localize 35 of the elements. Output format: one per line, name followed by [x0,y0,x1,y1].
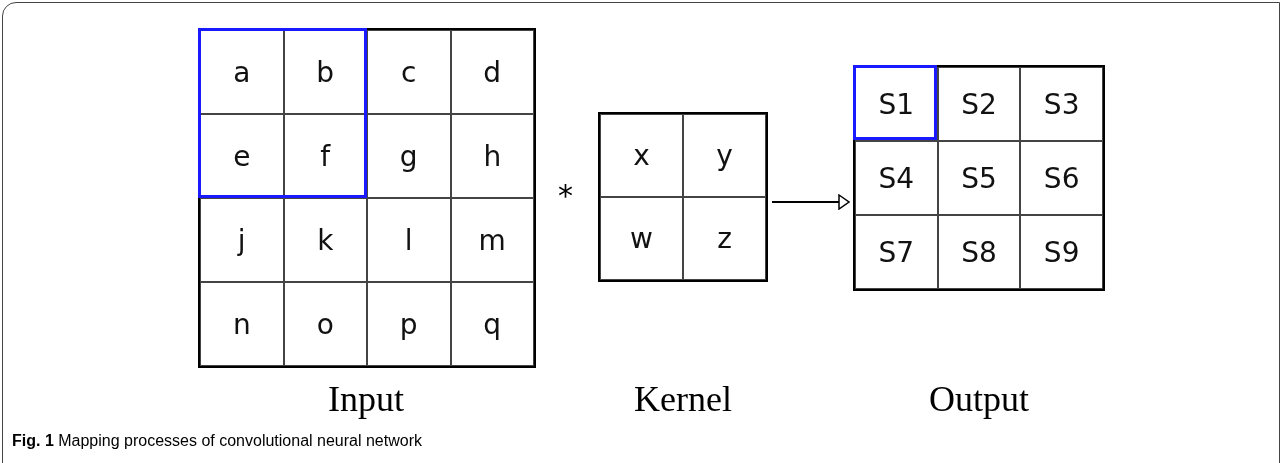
grid-cell: c [367,30,451,114]
grid-cell: S1 [855,67,938,141]
grid-cell: m [450,198,534,282]
grid-cell: S2 [937,67,1021,141]
grid-cell: S8 [937,215,1021,289]
grid-cell: S9 [1020,215,1103,289]
grid-cell: p [367,282,451,366]
grid-cell: y [683,114,766,197]
grid-cell: g [367,114,451,198]
arrow [771,194,850,210]
grid-cell: k [283,198,367,282]
convolution-operator: * [558,178,573,213]
grid-cell: o [283,282,367,366]
grid-cell: S5 [937,141,1021,215]
grid-cell: S6 [1020,141,1103,215]
matrix-title: Kernel [634,378,732,420]
grid-cell: x [600,114,683,197]
grid-cell: l [367,198,451,282]
grid-cell: d [450,30,534,114]
grid-cell: f [283,114,367,198]
grid-cell: e [200,114,284,198]
grid-cell: z [683,197,766,280]
matrix-title: Output [929,378,1029,420]
grid-cell: a [200,30,284,114]
grid-cell: n [200,282,284,366]
grid-cell: j [200,198,284,282]
grid-cell: S3 [1020,67,1103,141]
figure-caption: Fig. 1 Mapping processes of convolutional neural network [12,432,422,450]
grid-cell: q [450,282,534,366]
grid-cell: S7 [855,215,938,289]
grid-cell: b [283,30,367,114]
matrix-title: Input [328,378,404,420]
grid-cell: h [450,114,534,198]
grid-cell: S4 [855,141,938,215]
grid-cell: w [600,197,683,280]
